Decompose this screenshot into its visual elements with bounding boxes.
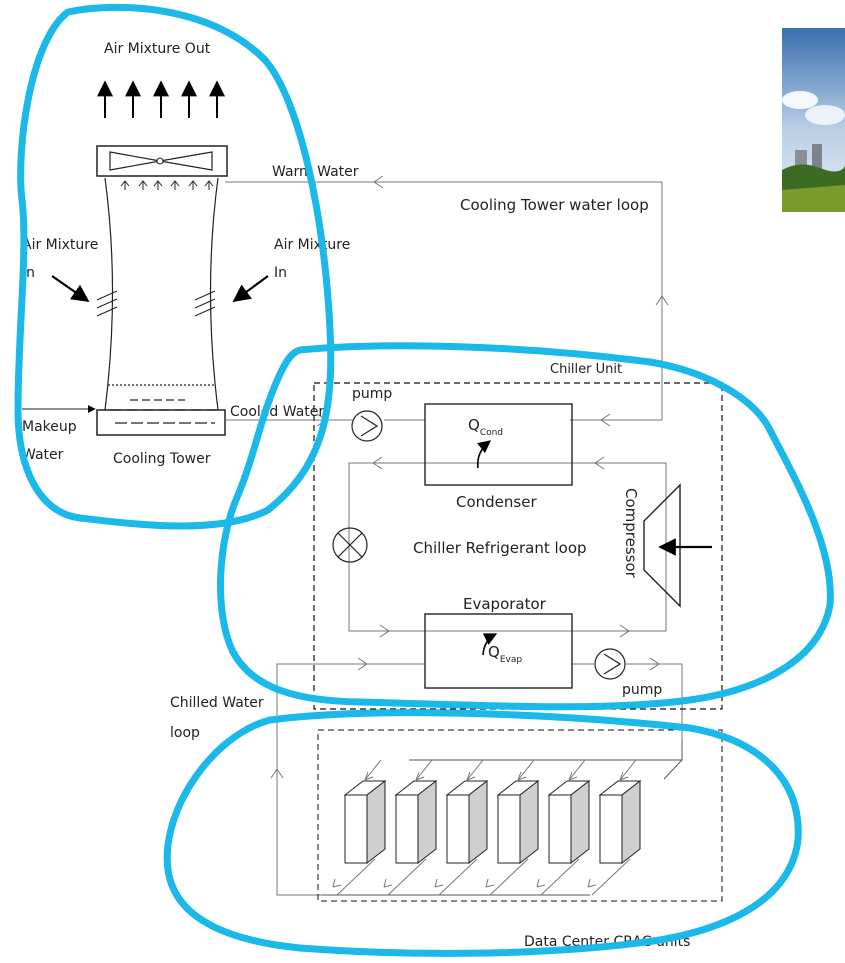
label-refrigerant-loop: Chiller Refrigerant loop [413,539,587,557]
label-compressor: Compressor [622,488,640,579]
label-chilled-loop-1: Chilled Water [170,695,264,711]
label-makeup-2: Water [22,447,64,463]
label-chilled-loop-2: loop [170,725,200,741]
q-cond-sub: Cond [480,428,503,438]
label-ct-loop: Cooling Tower water loop [460,196,649,214]
crac-unit [333,760,385,895]
crac-unit [537,760,589,895]
label-makeup-1: Makeup [22,419,77,435]
tower-wall-right [211,178,219,410]
highlight-chiller [221,346,831,707]
condenser-box [425,404,572,485]
crac-units [318,730,722,901]
label-q-evap: QEvap [488,643,522,665]
warm-water-pipe [225,182,662,420]
label-condenser: Condenser [456,493,537,511]
label-air-in-right-2: In [274,265,287,281]
crac-unit [588,760,640,895]
q-cond-main: Q [468,416,480,434]
label-air-in-left-1: Air Mixture [22,237,98,253]
label-warm-water: Warm Water [272,164,359,180]
label-chiller-unit: Chiller Unit [550,362,622,377]
label-evaporator: Evaporator [463,595,547,613]
label-pump-bottom: pump [622,682,662,698]
crac-unit [435,760,487,895]
air-out-arrows [105,82,217,118]
label-cooled-water: Cooled Water [230,404,324,420]
compressor-icon [644,485,680,606]
crac-box-group [333,760,640,895]
label-air-in-right-1: Air Mixture [274,237,350,253]
q-evap-main: Q [488,643,500,661]
crac-unit [384,760,436,895]
label-cooling-tower: Cooling Tower [113,451,211,467]
label-q-cond: QCond [468,416,503,438]
cooling-tower [22,82,268,435]
label-pump-top: pump [352,386,392,402]
label-air-out: Air Mixture Out [104,41,211,57]
crac-unit [486,760,538,895]
q-evap-sub: Evap [500,655,523,665]
cooling-tower-photo [782,28,845,212]
